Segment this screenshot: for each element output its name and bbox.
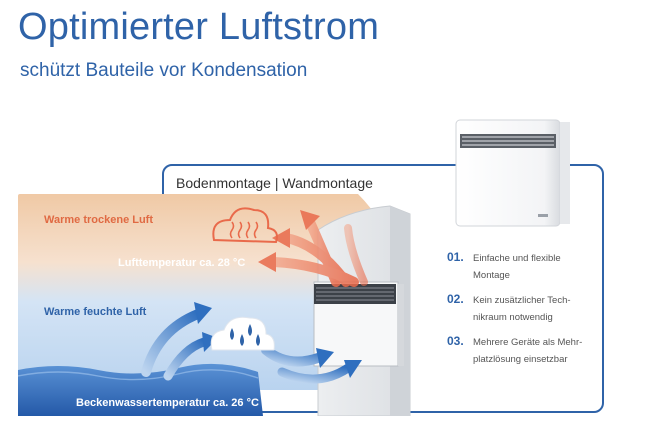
feature-number: 02. [447, 292, 464, 306]
rain-cloud-icon [210, 316, 275, 351]
feature-text-line: Einfache und flexible [473, 253, 561, 264]
montage-label: Bodenmontage | Wandmontage [176, 175, 373, 191]
feature-number: 03. [447, 334, 464, 348]
feature-text-line: Montage [473, 270, 510, 281]
dehumidifier-device-image [455, 119, 570, 227]
air-temperature-label: Lufttemperatur ca. 28 °C [118, 257, 246, 269]
feature-item: 01. Einfache und flexible Montage [447, 250, 597, 284]
airflow-illustration [18, 194, 411, 416]
page-subtitle: schützt Bauteile vor Kondensation [20, 60, 308, 81]
warm-dry-air-label: Warme trockene Luft [44, 214, 154, 226]
feature-text: Kein zusätzlicher Tech- nikraum notwendi… [473, 292, 597, 326]
feature-text-line: platzlösung einsetzbar [473, 354, 568, 365]
warm-humid-air-label: Warme feuchte Luft [44, 306, 147, 318]
feature-text-line: Mehrere Geräte als Mehr- [473, 337, 583, 348]
feature-text-line: Kein zusätzlicher Tech- [473, 295, 571, 306]
feature-list: 01. Einfache und flexible Montage 02. Ke… [447, 250, 597, 376]
feature-text: Mehrere Geräte als Mehr- platzlösung ein… [473, 334, 597, 368]
water-temperature-label: Beckenwassertemperatur ca. 26 °C [76, 397, 259, 409]
feature-item: 03. Mehrere Geräte als Mehr- platzlösung… [447, 334, 597, 368]
page-title: Optimierter Luftstrom [18, 6, 380, 48]
feature-text: Einfache und flexible Montage [473, 250, 597, 284]
humid-air-arrows [141, 302, 362, 384]
feature-text-line: nikraum notwendig [473, 312, 553, 323]
warm-air-arrows [258, 210, 368, 287]
feature-number: 01. [447, 250, 464, 264]
heat-cloud-icon [212, 207, 278, 244]
feature-item: 02. Kein zusätzlicher Tech- nikraum notw… [447, 292, 597, 326]
pool-water [18, 363, 263, 416]
